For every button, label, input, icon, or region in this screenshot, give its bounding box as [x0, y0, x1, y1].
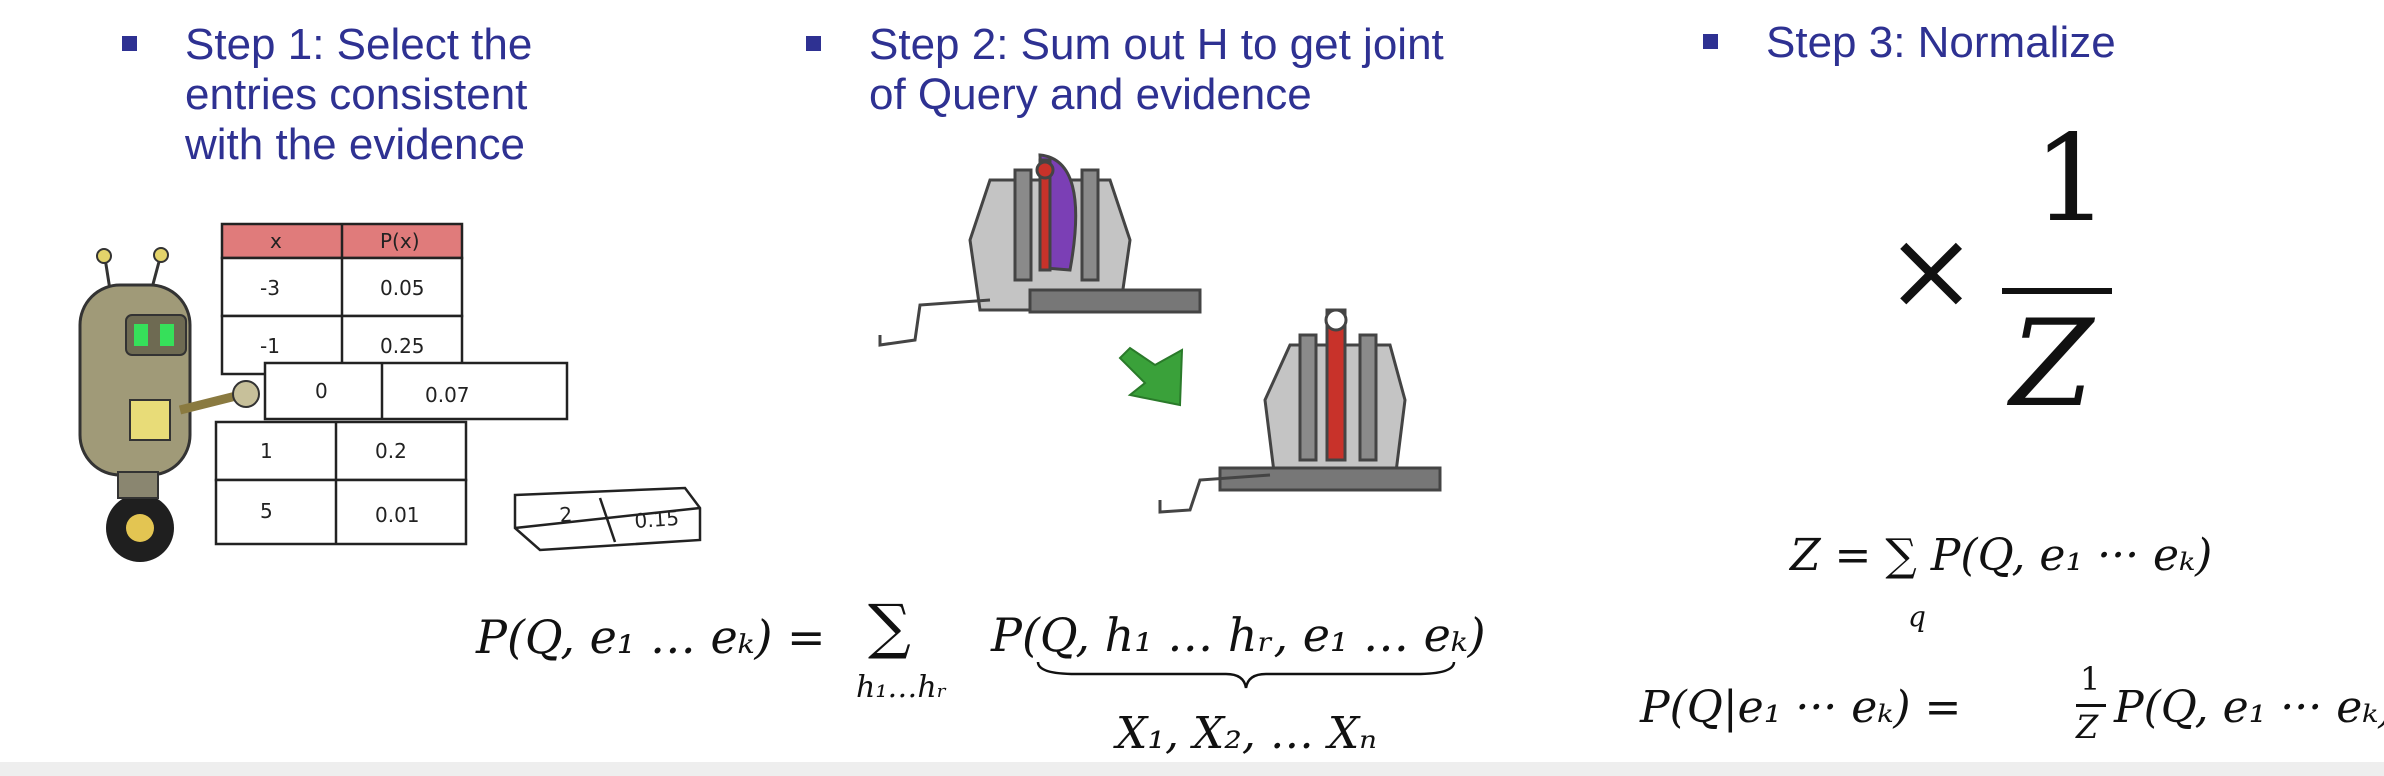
fraction-denominator: Z [2010, 295, 2094, 434]
table-cell: -1 [260, 334, 280, 358]
step-3-heading: Step 3: Normalize [1703, 18, 2263, 68]
table-cell: 0 [315, 379, 328, 403]
z-def: Z = ∑ P(Q, e₁ ··· eₖ) [1790, 530, 2213, 581]
step-1-heading: Step 1: Select the entries consistent wi… [122, 20, 682, 170]
posterior-formula: P(Q|e₁ ··· eₖ) = 1 Z P(Q, e₁ ··· eₖ) [1640, 660, 2384, 760]
arrow-icon [1118, 346, 1184, 407]
removed-row-cell: 2 [559, 502, 573, 527]
joint-rhs: P(Q, h₁ … hᵣ, e₁ … eₖ) [991, 608, 1486, 662]
bullet-icon [1703, 34, 1718, 49]
fraction-bar [2002, 288, 2112, 294]
table-header-x: x [270, 229, 282, 253]
underbrace [1036, 661, 1456, 689]
posterior-frac-bar [2076, 704, 2106, 707]
table-cell: 0.2 [375, 439, 407, 463]
z-definition: Z = ∑ P(Q, e₁ ··· eₖ) q [1790, 520, 2290, 640]
posterior-frac-den: Z [2076, 708, 2099, 746]
table-cells: x P(x) -3 0.05 -1 0.25 0 0.07 1 0.2 5 0.… [260, 229, 680, 533]
step-1-text: Step 1: Select the entries consistent wi… [185, 20, 533, 169]
sum-symbol: ∑ [868, 592, 911, 662]
removed-row-cell: 0.15 [634, 506, 680, 533]
clamp-big-icon [878, 153, 1202, 347]
bullet-icon [806, 36, 821, 51]
clamp-illustration [878, 153, 1442, 514]
sum-index: h₁…hᵣ [856, 670, 948, 705]
probability-table [214, 222, 702, 552]
posterior-lhs: P(Q|e₁ ··· eₖ) = [1640, 682, 1962, 733]
normalize-factor: × 1 Z [1885, 120, 2145, 440]
clamp-small-icon [1158, 308, 1442, 514]
table-cell: 5 [260, 499, 273, 523]
times-icon: × [1885, 206, 1978, 334]
z-sum-index: q [1908, 600, 1926, 633]
table-cell: -3 [260, 276, 280, 300]
table-cell: 1 [260, 439, 273, 463]
fraction-numerator: 1 [2033, 110, 2110, 249]
joint-lhs: P(Q, e₁ … eₖ) = [476, 610, 826, 664]
table-cell: 0.05 [380, 276, 425, 300]
robot-table-illustration: x P(x) -3 0.05 -1 0.25 0 0.07 1 0.2 5 0.… [78, 222, 702, 562]
step-2-text: Step 2: Sum out H to get joint of Query … [869, 20, 1444, 119]
robot-icon [78, 247, 260, 562]
table-cell: 0.25 [380, 334, 425, 358]
step-2-heading: Step 2: Sum out H to get joint of Query … [806, 20, 1526, 120]
underbrace-label: X₁, X₂, … Xₙ [1116, 708, 1378, 759]
posterior-rhs: P(Q, e₁ ··· eₖ) [2114, 682, 2384, 733]
table-cell: 0.07 [425, 383, 470, 407]
table-header-px: P(x) [380, 229, 420, 253]
posterior-frac-num: 1 [2080, 660, 2101, 698]
bullet-icon [122, 36, 137, 51]
step-3-text: Step 3: Normalize [1766, 18, 2116, 67]
joint-formula: P(Q, e₁ … eₖ) = ∑ h₁…hᵣ P(Q, h₁ … hᵣ, e₁… [476, 592, 1536, 760]
bottom-band [0, 762, 2384, 776]
table-cell: 0.01 [375, 503, 420, 527]
